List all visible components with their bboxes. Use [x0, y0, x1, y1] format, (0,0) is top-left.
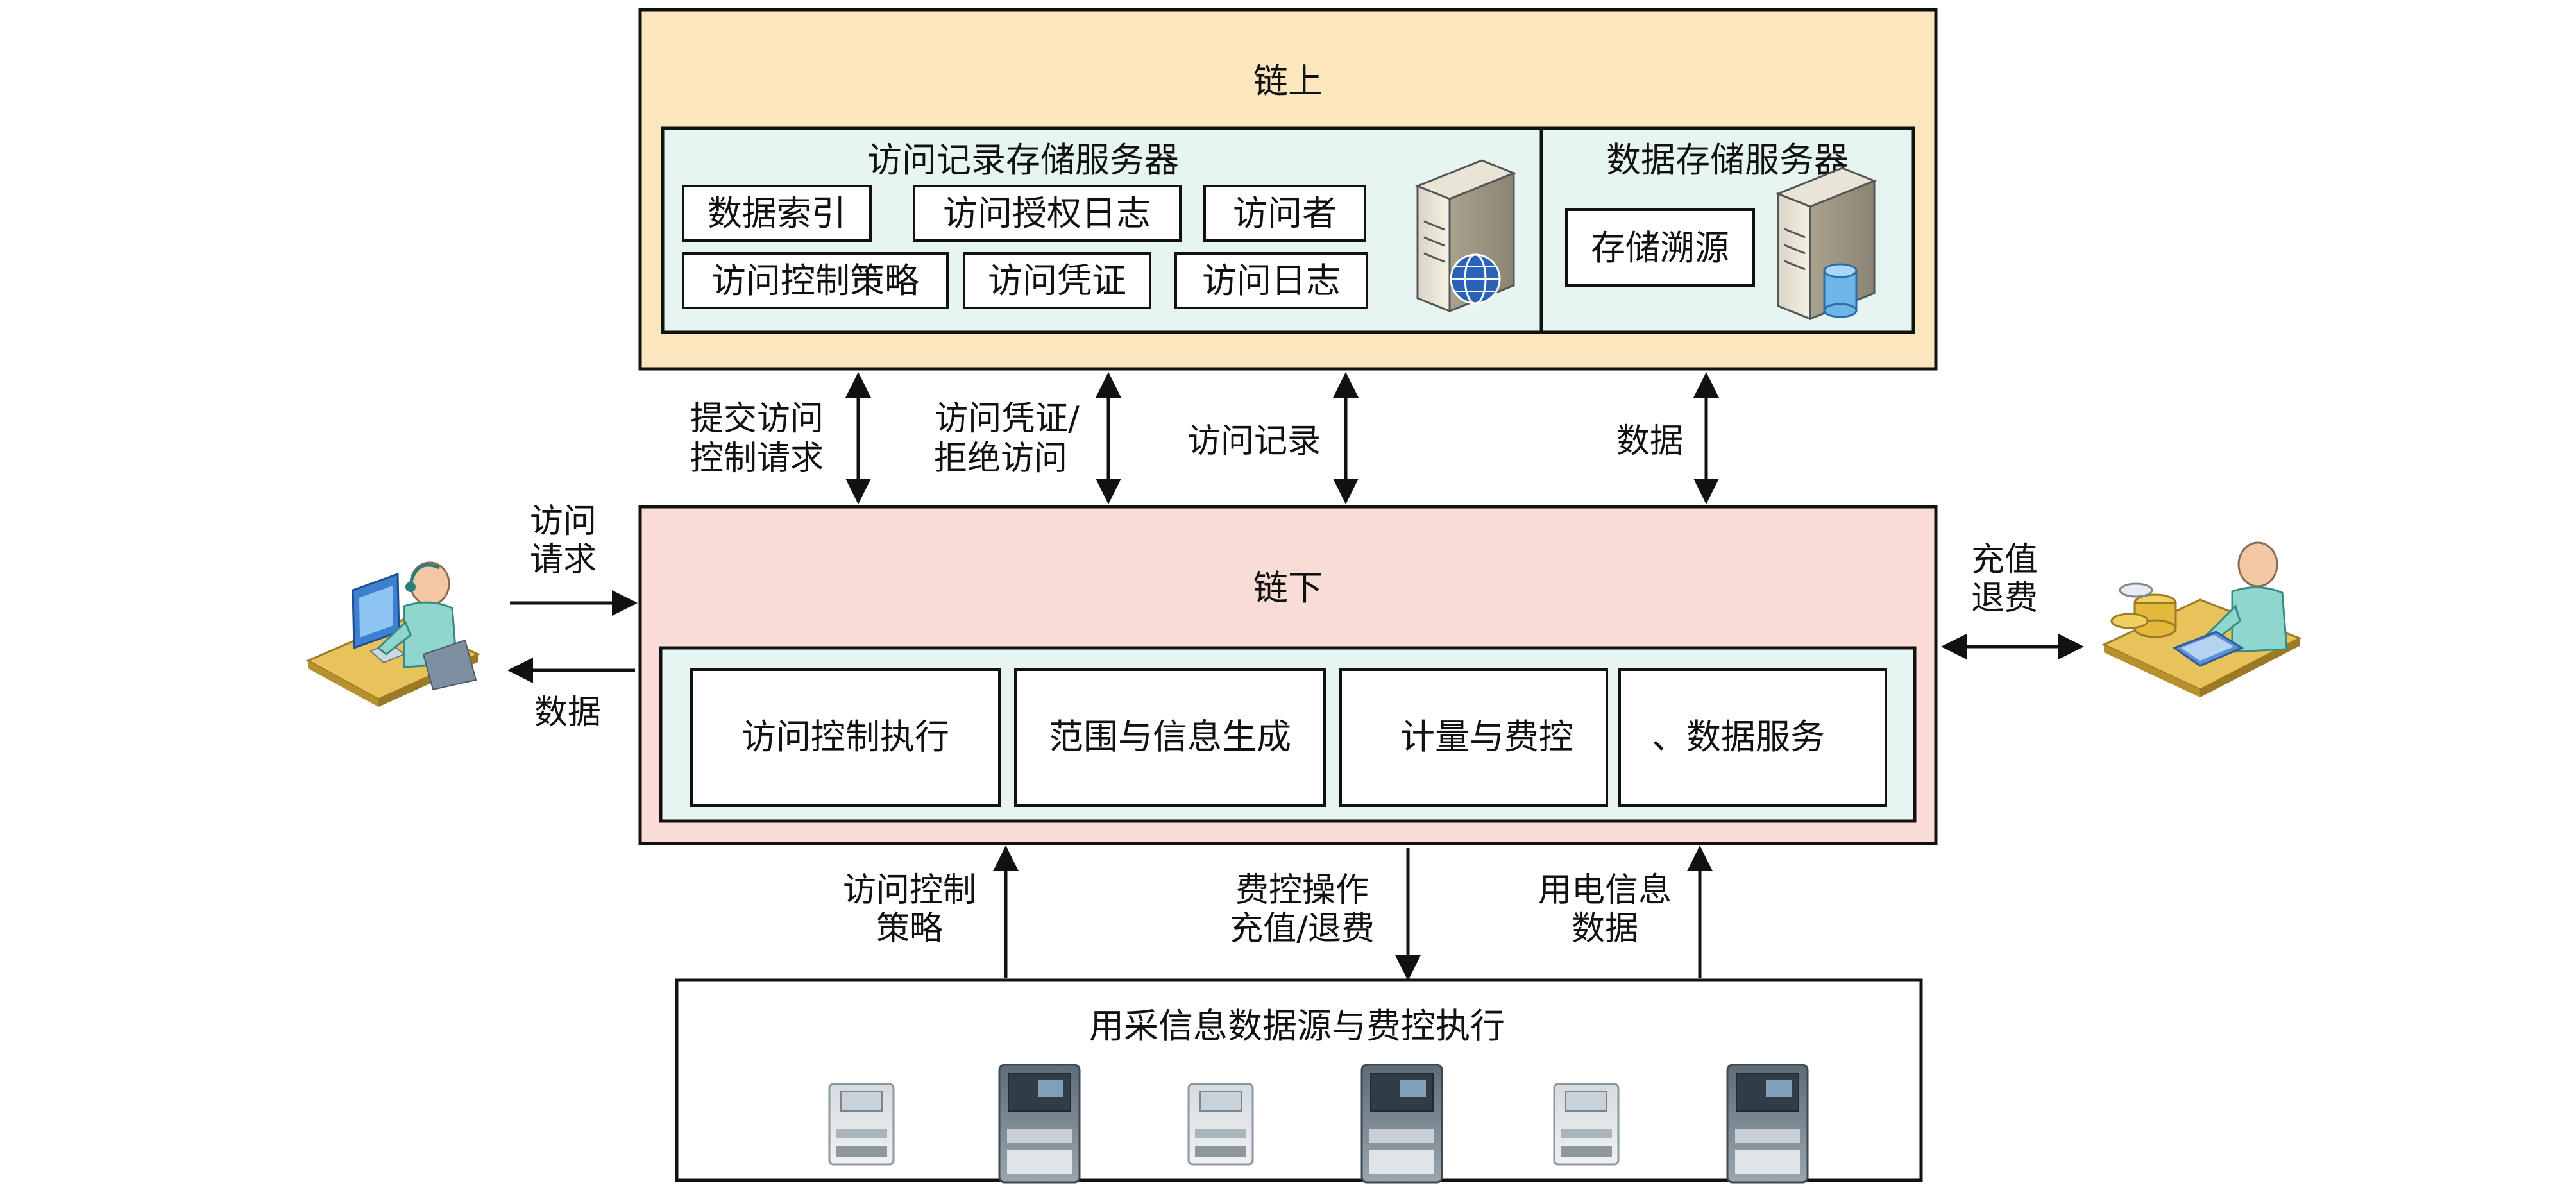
item-access-log-label: 访问日志 — [1202, 260, 1341, 301]
user-workstation-icon — [305, 561, 480, 707]
access-record-server-title: 访问记录存储服务器 — [867, 140, 1179, 180]
label-user-request-2: 请求 — [530, 541, 597, 579]
label-submit-request-2: 控制请求 — [690, 439, 824, 478]
module-data-service-label: 、数据服务 — [1652, 717, 1825, 757]
item-accessor-label: 访问者 — [1233, 193, 1337, 233]
module-metering-fee-control — [1339, 668, 1608, 807]
data-source-title: 用采信息数据源与费控执行 — [1089, 1006, 1505, 1046]
module-scope-info-gen — [1014, 668, 1326, 807]
label-recharge-refund-2: 退费 — [1971, 579, 2038, 618]
item-data-index — [682, 185, 872, 242]
label-credential-reject-2: 拒绝访问 — [934, 439, 1067, 478]
on-chain-title: 链上 — [1253, 61, 1323, 101]
item-access-auth-log-label: 访问授权日志 — [943, 193, 1151, 233]
module-access-control-exec — [690, 668, 1001, 807]
item-access-credential-label: 访问凭证 — [988, 260, 1126, 301]
label-fee-control-op-2: 充值/退费 — [1230, 910, 1375, 948]
label-power-info-1: 用电信息 — [1538, 871, 1672, 910]
cashier-icon — [2101, 541, 2302, 697]
item-access-log — [1174, 252, 1368, 309]
item-data-index-label: 数据索引 — [708, 193, 846, 233]
label-access-policy-1: 访问控制 — [843, 871, 976, 910]
item-access-control-policy — [682, 252, 949, 309]
web-server-icon — [1414, 159, 1517, 313]
data-source-block: 用采信息数据源与费控执行 — [675, 978, 1923, 1184]
label-power-info-2: 数据 — [1572, 910, 1638, 948]
module-data-service — [1618, 668, 1887, 807]
electric-meter-icon — [1360, 1064, 1443, 1184]
label-fee-control-op-1: 费控操作 — [1235, 871, 1369, 910]
item-accessor — [1203, 185, 1366, 242]
label-access-policy-2: 策略 — [876, 910, 943, 948]
electric-meter-icon — [1726, 1064, 1809, 1184]
item-storage-traceability-label: 存储溯源 — [1591, 228, 1729, 268]
module-access-control-exec-label: 访问控制执行 — [741, 717, 949, 757]
electric-meter-icon — [998, 1064, 1081, 1184]
item-access-control-policy-label: 访问控制策略 — [711, 260, 919, 301]
database-server-icon — [1775, 167, 1877, 321]
smart-meter-icon — [1187, 1083, 1254, 1166]
smart-meter-icon — [1553, 1083, 1620, 1166]
label-recharge-refund-1: 充值 — [1971, 541, 2038, 579]
item-access-auth-log — [913, 185, 1182, 242]
off-chain-block: 链下 访问控制执行 范围与信息生成 计量与费控 、数据服务 — [638, 505, 1938, 845]
label-user-data: 数据 — [534, 693, 601, 732]
module-metering-fee-control-label: 计量与费控 — [1400, 717, 1573, 757]
item-access-credential — [963, 252, 1151, 309]
on-chain-block: 链上 访问记录存储服务器 数据索引 访问授权日志 访问者 访问控制策略 访问凭证… — [638, 8, 1938, 371]
label-data-up: 数据 — [1616, 422, 1683, 461]
module-scope-info-gen-label: 范围与信息生成 — [1049, 717, 1291, 757]
data-storage-server-title: 数据存储服务器 — [1606, 140, 1849, 180]
label-submit-request-1: 提交访问 — [690, 400, 824, 438]
item-storage-traceability — [1565, 208, 1755, 287]
off-chain-title: 链下 — [1253, 568, 1323, 608]
smart-meter-icon — [828, 1083, 895, 1166]
label-access-record: 访问记录 — [1187, 422, 1321, 461]
label-user-request-1: 访问 — [530, 502, 597, 541]
label-credential-reject-1: 访问凭证/ — [935, 400, 1080, 438]
